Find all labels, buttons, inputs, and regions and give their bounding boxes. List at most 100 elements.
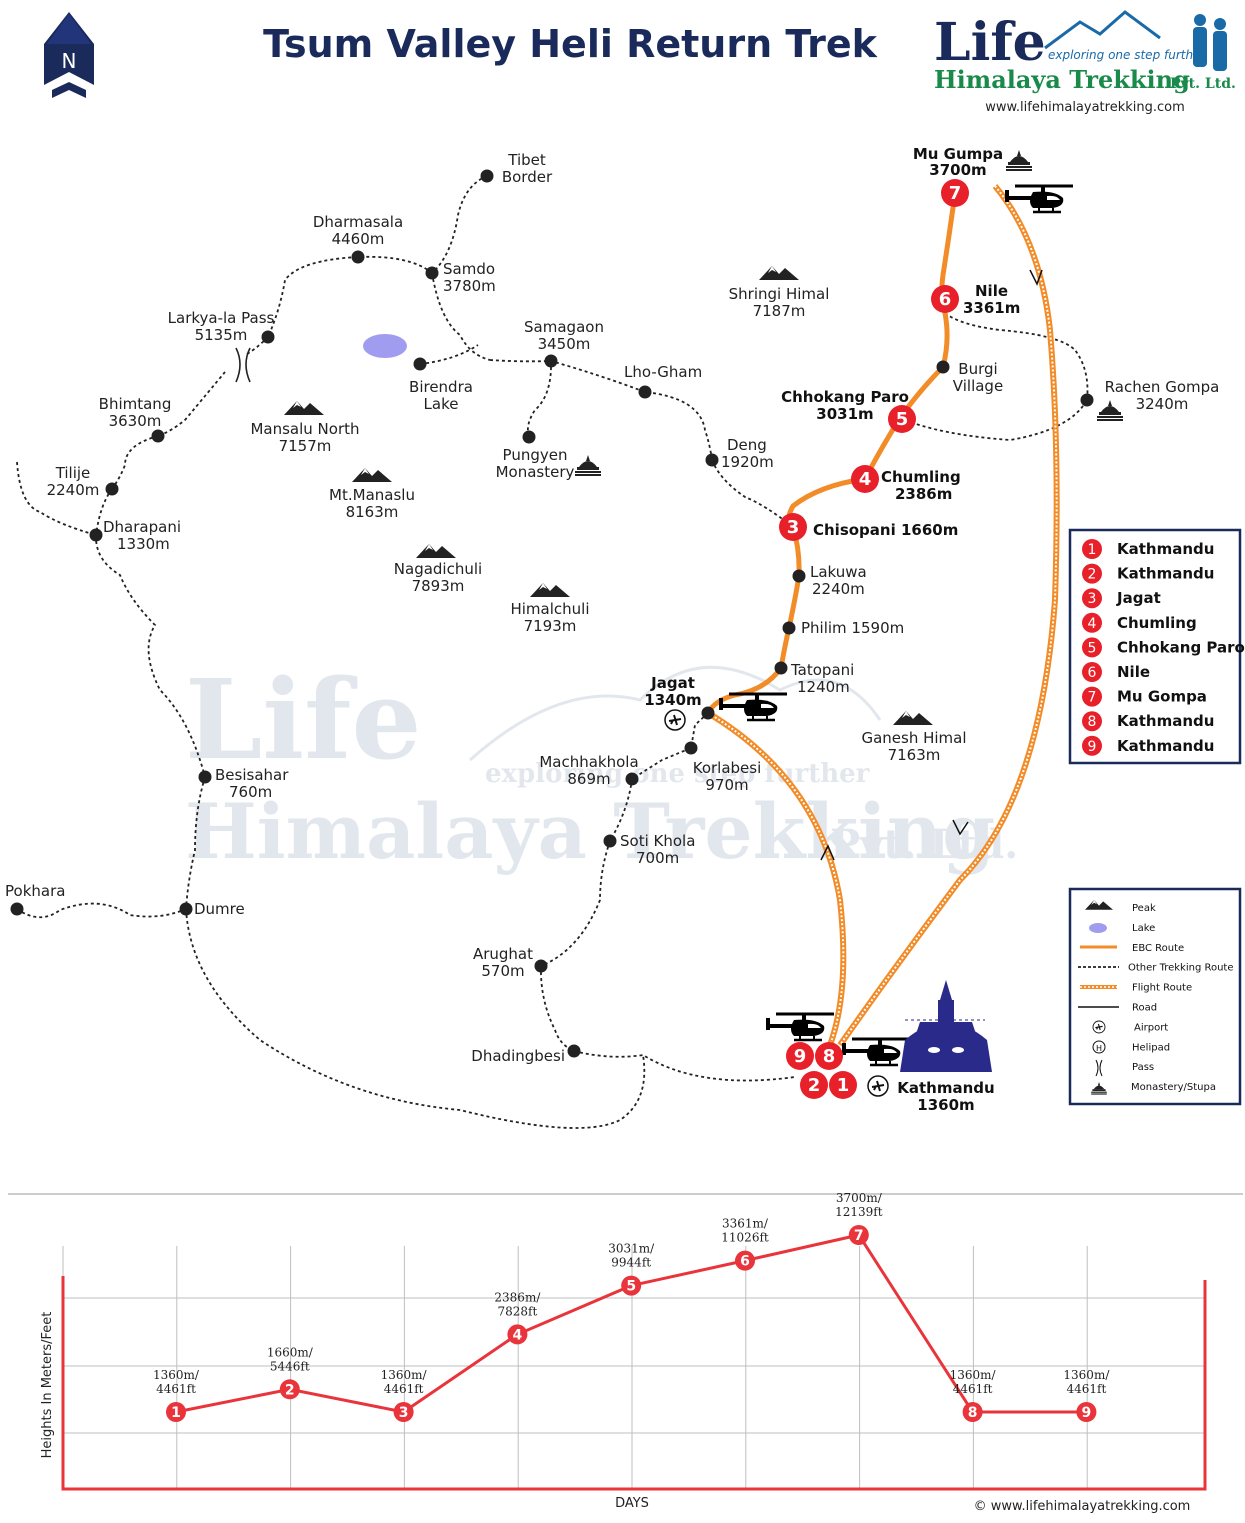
stop-alt: 3700m (929, 161, 986, 179)
peak-alt: 7193m (524, 617, 577, 635)
stop-name: Jagat (650, 674, 695, 692)
legend-label: Pass (1132, 1062, 1154, 1073)
place-name: Pungyen (503, 446, 568, 464)
svg-text:9: 9 (794, 1046, 807, 1067)
watermark-company: Himalaya Trekking (185, 787, 995, 876)
airport-icon (664, 709, 686, 731)
profile-day-marker (848, 1225, 869, 1245)
copyright: © www.lifehimalayatrekking.com (974, 1499, 1191, 1514)
peak-alt: 7187m (753, 302, 806, 320)
place-name: Village (953, 377, 1003, 395)
legend-label: Flight Route (1132, 983, 1192, 994)
peak-name: Mt.Manaslu (329, 486, 415, 504)
north-arrow: N (44, 12, 94, 98)
place-name: Samagaon (524, 318, 604, 336)
profile-day-number: 9 (1082, 1405, 1092, 1421)
helicopter-icon (764, 1012, 836, 1042)
place-dots (10, 169, 1094, 1058)
profile-day-marker (166, 1402, 186, 1422)
logo-tagline: exploring one step further (1048, 48, 1206, 62)
profile-label-ft: 12139ft (835, 1205, 883, 1219)
boudhanath-stupa-icon (900, 980, 992, 1072)
other-trekking-routes (16, 175, 1089, 1129)
stop-labels: Mu Gumpa 3700m Nile 3361m Chhokang Paro … (644, 145, 1020, 1114)
place-name: Tatopani (790, 661, 854, 679)
pass-icon (1095, 1059, 1103, 1077)
svg-text:1: 1 (837, 1075, 850, 1096)
legend-label: Lake (1132, 923, 1155, 934)
watermark-logo-word: Life (185, 655, 421, 784)
stop-name: Mu Gumpa (913, 145, 1003, 163)
itinerary-place: Chhokang Paro (1117, 638, 1245, 656)
svg-text:6: 6 (939, 289, 952, 310)
svg-text:5: 5 (896, 409, 909, 430)
profile-day-number: 1 (171, 1405, 181, 1421)
peak-alt: 8163m (346, 503, 399, 521)
stupa-icon (1097, 400, 1123, 421)
day-marker: 4 (851, 465, 879, 493)
lake-icon (1089, 923, 1107, 933)
peak-name: Shringi Himal (729, 285, 830, 303)
profile-label-m: 1360m/ (950, 1368, 997, 1382)
svg-text:4: 4 (859, 469, 872, 490)
day-marker: 2 (800, 1071, 828, 1099)
flight-routes (706, 184, 1060, 1047)
legend-label: Helipad (1132, 1042, 1170, 1053)
profile-day-marker (1076, 1402, 1097, 1422)
peak-icon (284, 401, 324, 415)
place-name: Dumre (194, 900, 245, 918)
logo-suffix: Pvt. Ltd. (1170, 76, 1236, 92)
brand-logo: Life exploring one step further Himalaya… (934, 10, 1236, 115)
itinerary-day-badge (1082, 563, 1102, 584)
profile-day-number: 7 (854, 1228, 864, 1244)
place-name: Bhimtang (99, 395, 172, 413)
place-name: Lake (424, 395, 459, 413)
itinerary-day-badge (1082, 612, 1102, 633)
place-alt: 970m (705, 776, 748, 794)
day-marker: 3 (779, 513, 807, 541)
profile-day-marker (279, 1379, 300, 1400)
stop-alt: 3031m (816, 405, 873, 423)
profile-day-number: 3 (399, 1405, 409, 1421)
place-alt: 4460m (332, 230, 385, 248)
place-alt: 3240m (1136, 395, 1189, 413)
place-name: Philim 1590m (801, 619, 904, 637)
itinerary-place: Kathmandu (1117, 737, 1214, 755)
airport-icon (1092, 1020, 1106, 1034)
place-alt: 1920m (721, 453, 774, 471)
profile-label-m: 2386m/ (494, 1290, 541, 1304)
profile-label-m: 3031m/ (608, 1242, 655, 1256)
place-alt: 1330m (117, 535, 170, 553)
stupa-icon (575, 455, 601, 476)
day-marker: 8 (815, 1042, 843, 1070)
itinerary-day-number: 8 (1088, 714, 1097, 730)
svg-text:8: 8 (823, 1046, 836, 1067)
day-marker: 1 (829, 1071, 857, 1099)
place-name: Tilije (55, 464, 91, 482)
place-name: Soti Khola (620, 832, 695, 850)
svg-text:7: 7 (949, 183, 962, 204)
logo-word: Life (934, 12, 1046, 73)
place-alt: 5135m (195, 326, 248, 344)
place-name: Monastery (496, 463, 575, 481)
trekker-illustration (1193, 14, 1227, 71)
place-alt: 1240m (797, 678, 850, 696)
stop-name: Nile (975, 282, 1008, 300)
profile-label-ft: 4461ft (156, 1382, 196, 1396)
peak-alt: 7157m (279, 437, 332, 455)
legend-label: Other Trekking Route (1128, 963, 1234, 974)
place-name: Deng (727, 436, 767, 454)
profile-day-number: 5 (626, 1279, 636, 1295)
profile-label-m: 3361m/ (722, 1217, 769, 1231)
legend-label: EBC Route (1132, 943, 1184, 954)
stupa-icon (1006, 150, 1032, 171)
